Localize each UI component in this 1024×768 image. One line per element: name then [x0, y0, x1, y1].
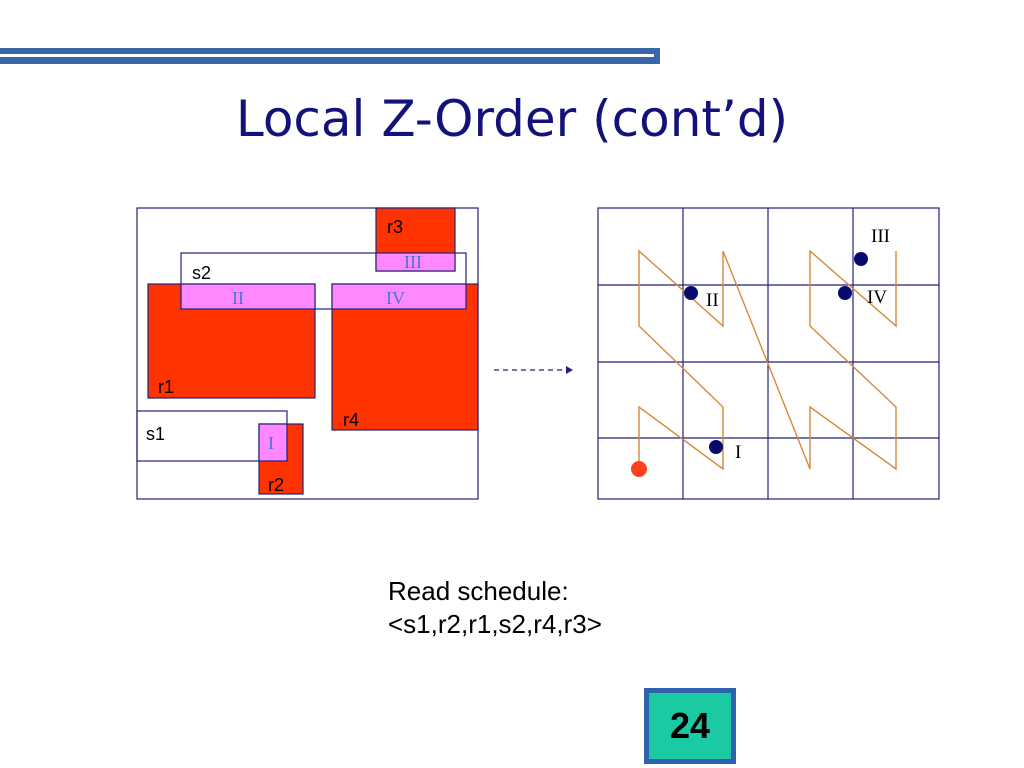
point-II: [684, 286, 698, 300]
overlap-III: [375, 252, 456, 272]
label-overlap-I: I: [268, 433, 274, 453]
caption-line-1: Read schedule:: [388, 576, 569, 606]
point-I: [709, 440, 723, 454]
label-overlap-IV: IV: [386, 288, 405, 308]
label-r2: r2: [268, 475, 284, 495]
grid-lines: [598, 208, 939, 499]
label-r3: r3: [387, 217, 403, 237]
label-s1: s1: [146, 424, 165, 444]
left-diagram: r3 s2 r1 r4 s1 r2 III II IV I: [136, 207, 479, 500]
label-point-III: III: [871, 226, 890, 247]
label-s2: s2: [192, 263, 211, 283]
title-rule: [0, 48, 660, 64]
right-diagram: I II III IV: [597, 207, 940, 500]
point-III: [854, 252, 868, 266]
label-r4: r4: [343, 410, 359, 430]
overlap-IV: [331, 283, 467, 310]
label-point-II: II: [706, 290, 719, 311]
label-point-I: I: [735, 442, 741, 463]
point-IV: [838, 286, 852, 300]
caption-line-2: <s1,r2,r1,s2,r4,r3>: [388, 609, 602, 639]
z-curve-start-point: [631, 461, 647, 477]
label-point-IV: IV: [867, 287, 887, 308]
overlap-II: [180, 283, 316, 310]
rect-s2-outline: [180, 252, 467, 310]
slide-number: 24: [669, 705, 711, 746]
z-order-curve: [638, 249, 897, 471]
label-overlap-III: III: [404, 252, 422, 272]
label-r1: r1: [158, 377, 174, 397]
read-schedule-caption: Read schedule: <s1,r2,r1,s2,r4,r3>: [388, 575, 602, 641]
transform-arrow: [494, 366, 573, 374]
slide-number-badge: 24: [644, 688, 736, 764]
overlap-I: [258, 423, 288, 462]
slide-title: Local Z-Order (cont’d): [235, 90, 789, 148]
label-overlap-II: II: [232, 288, 244, 308]
